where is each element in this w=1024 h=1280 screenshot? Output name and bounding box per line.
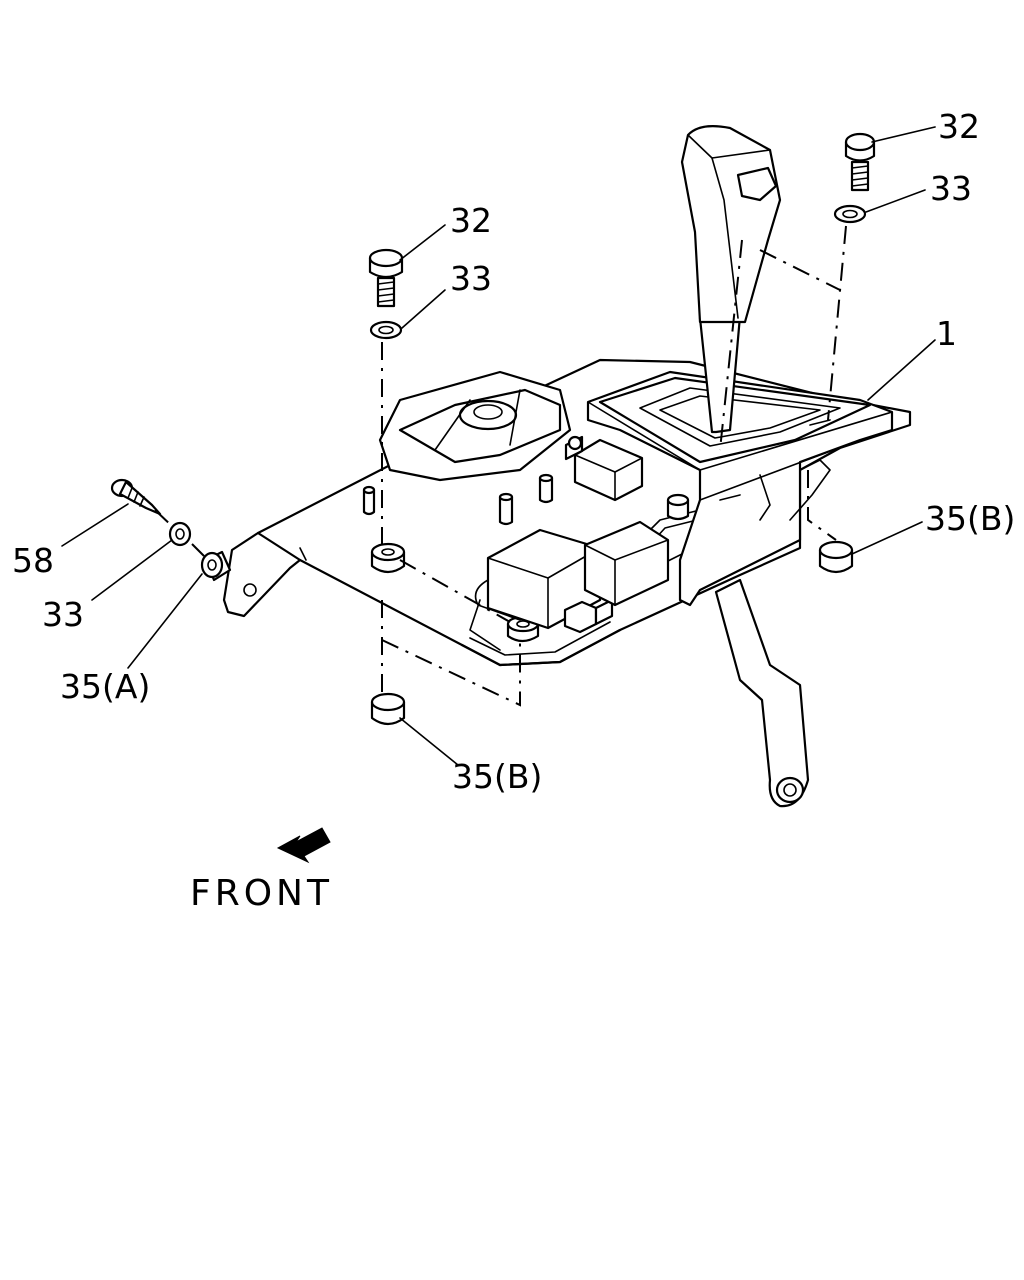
solenoid-module bbox=[469, 435, 791, 651]
callout-35b-right: 35(B) bbox=[925, 499, 1015, 538]
callout-35a: 35(A) bbox=[60, 667, 150, 706]
callout-1: 1 bbox=[936, 314, 957, 353]
shift-lever-assembly bbox=[586, 125, 894, 808]
callout-58: 58 bbox=[12, 541, 54, 580]
bushing-35b-right bbox=[818, 540, 854, 574]
bushing-35b-bottom bbox=[370, 692, 406, 726]
washer-33-far-left bbox=[168, 521, 192, 547]
callout-35b-bottom: 35(B) bbox=[452, 757, 542, 796]
callout-32-top: 32 bbox=[938, 107, 980, 146]
washer-33-top bbox=[833, 204, 867, 224]
front-label: FRONT bbox=[190, 873, 333, 914]
washer-33-left bbox=[369, 320, 403, 340]
bolt-32-top bbox=[844, 132, 876, 192]
leader-lines bbox=[61, 126, 936, 766]
callout-33-bottom: 33 bbox=[42, 595, 84, 634]
front-arrow-icon bbox=[276, 827, 331, 864]
bushing-35a bbox=[200, 550, 232, 582]
callout-33-top: 33 bbox=[930, 169, 972, 208]
bolt-32-left bbox=[368, 248, 404, 308]
screw-58 bbox=[110, 478, 162, 516]
assembly-guide-lines bbox=[154, 225, 847, 707]
callout-32-left: 32 bbox=[450, 201, 492, 240]
callout-33-left: 33 bbox=[450, 259, 492, 298]
